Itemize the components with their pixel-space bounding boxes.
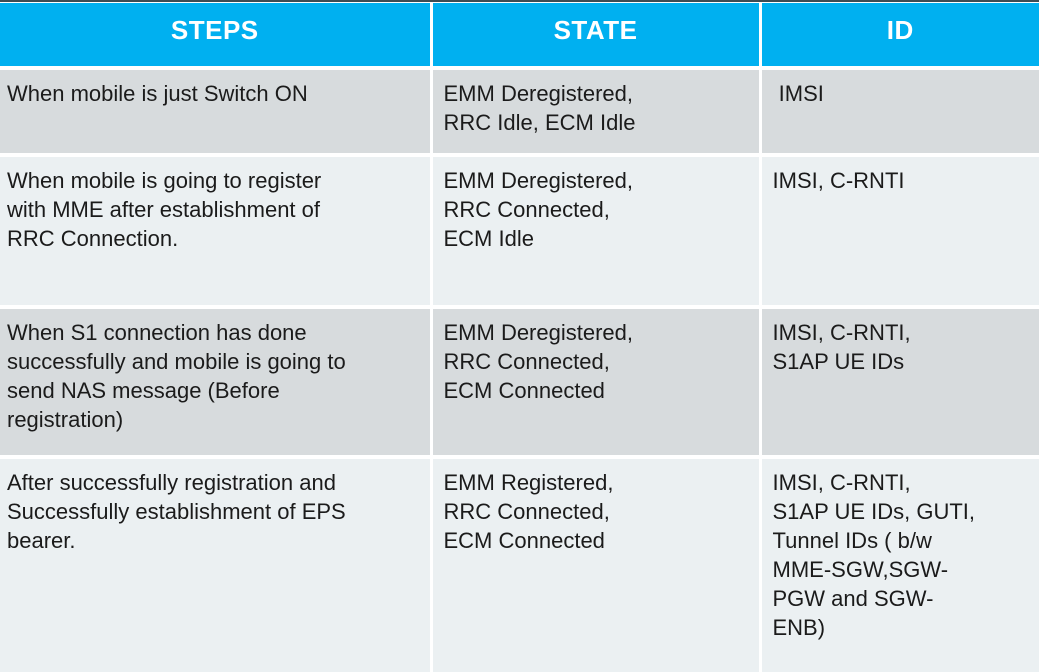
steps-cell: When S1 connection has done successfully… [0, 305, 433, 457]
table-row: When mobile is going to register with MM… [0, 153, 1039, 307]
state-id-table: STEPS STATE ID When mobile is just Switc… [0, 3, 1039, 672]
id-cell: IMSI, C-RNTI [760, 153, 1039, 307]
state-cell: EMM Deregistered, RRC Idle, ECM Idle [431, 66, 762, 155]
column-header-state: STATE [431, 3, 762, 68]
table-row: When mobile is just Switch ON EMM Deregi… [0, 66, 1039, 155]
table-row: When S1 connection has done successfully… [0, 305, 1039, 457]
id-cell: IMSI, C-RNTI, S1AP UE IDs [760, 305, 1039, 457]
state-cell: EMM Registered, RRC Connected, ECM Conne… [431, 455, 762, 672]
state-cell: EMM Deregistered, RRC Connected, ECM Idl… [431, 153, 762, 307]
id-cell: IMSI [760, 66, 1039, 155]
table-row: After successfully registration and Succ… [0, 455, 1039, 672]
steps-cell: When mobile is just Switch ON [0, 66, 433, 155]
steps-cell: When mobile is going to register with MM… [0, 153, 433, 307]
state-cell: EMM Deregistered, RRC Connected, ECM Con… [431, 305, 762, 457]
column-header-steps: STEPS [0, 3, 433, 68]
column-header-id: ID [760, 3, 1039, 68]
header-row: STEPS STATE ID [0, 3, 1039, 68]
id-cell: IMSI, C-RNTI, S1AP UE IDs, GUTI, Tunnel … [760, 455, 1039, 672]
steps-cell: After successfully registration and Succ… [0, 455, 433, 672]
